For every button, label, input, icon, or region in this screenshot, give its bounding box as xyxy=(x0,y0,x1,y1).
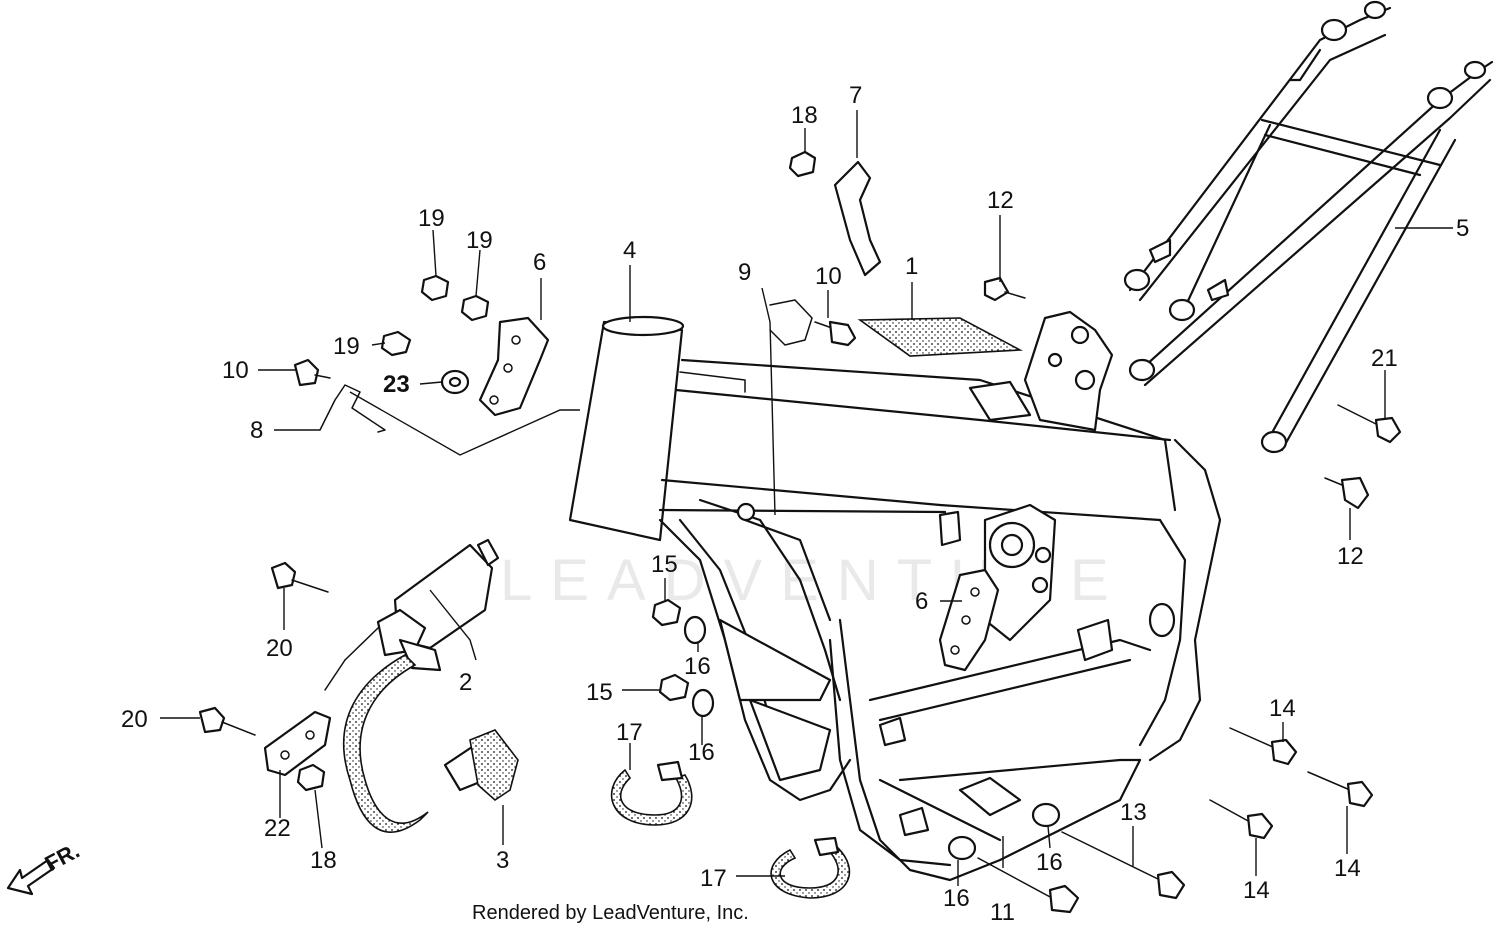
spark-plug-cap xyxy=(443,729,519,802)
callout-12-top: 12 xyxy=(987,187,1014,214)
nut-19-c xyxy=(380,330,412,357)
rear-subframe xyxy=(1123,0,1494,454)
bolt-14-a xyxy=(1229,727,1298,766)
callout-20-upper: 20 xyxy=(266,635,293,662)
bracket-22 xyxy=(263,710,332,777)
nut-19-b xyxy=(460,294,490,322)
bolt-20-upper xyxy=(270,561,329,593)
ignition-coil xyxy=(324,538,500,833)
callout-23: 23 xyxy=(383,371,410,398)
callout-22: 22 xyxy=(264,815,291,842)
leader-lines xyxy=(160,110,1453,886)
callout-19-a: 19 xyxy=(418,205,445,232)
callout-6-upper: 6 xyxy=(533,249,546,276)
bolt-12-top xyxy=(983,276,1026,302)
bolt-10-left xyxy=(293,358,331,387)
washer-16-b xyxy=(691,688,715,718)
washer-16-d xyxy=(1031,802,1061,828)
bracket-6-upper xyxy=(478,316,550,417)
callout-17-lower: 17 xyxy=(700,865,727,892)
callout-3: 3 xyxy=(496,847,509,874)
washer-16-c xyxy=(947,835,977,861)
render-credit: Rendered by LeadVenture, Inc. xyxy=(472,902,749,924)
callout-16-d: 16 xyxy=(1036,849,1063,876)
callout-5: 5 xyxy=(1456,215,1469,242)
bolt-21 xyxy=(1337,404,1402,444)
callout-10-right: 10 xyxy=(815,263,842,290)
bolt-11 xyxy=(977,857,1080,914)
callout-19-b: 19 xyxy=(466,227,493,254)
bolt-14-b xyxy=(1307,771,1374,808)
callout-18-top: 18 xyxy=(791,102,818,129)
clip-8 xyxy=(319,384,386,433)
callout-9: 9 xyxy=(738,259,751,286)
callout-labels: 1 2 3 4 5 6 6 7 8 9 10 10 11 12 12 13 14… xyxy=(121,82,1469,926)
washer-16-a xyxy=(683,615,707,645)
callout-15-upper: 15 xyxy=(651,551,678,578)
callout-17-upper: 17 xyxy=(616,719,643,746)
nut-18-lower xyxy=(296,763,326,792)
bolt-20-lower xyxy=(198,706,256,736)
nut-19-a xyxy=(420,274,450,302)
callout-14-b: 14 xyxy=(1334,855,1361,882)
nut-18-top xyxy=(788,150,817,178)
nut-15-lower xyxy=(658,673,690,702)
callout-1: 1 xyxy=(905,253,918,280)
bolt-13 xyxy=(1061,831,1186,900)
callout-18-lower: 18 xyxy=(310,847,337,874)
callout-16-c: 16 xyxy=(943,885,970,912)
callout-4: 4 xyxy=(623,237,636,264)
bolt-14-c xyxy=(1209,799,1274,840)
callout-15-lower: 15 xyxy=(586,679,613,706)
callout-14-a: 14 xyxy=(1269,695,1296,722)
callout-20-lower: 20 xyxy=(121,706,148,733)
bolt-10-right xyxy=(814,320,857,347)
callout-12-right: 12 xyxy=(1337,543,1364,570)
callout-19-c: 19 xyxy=(333,333,360,360)
callout-6-lower: 6 xyxy=(915,588,928,615)
callout-13: 13 xyxy=(1120,799,1147,826)
callout-21: 21 xyxy=(1371,345,1398,372)
callout-16-a: 16 xyxy=(684,653,711,680)
callout-14-c: 14 xyxy=(1243,877,1270,904)
bolt-12-right xyxy=(1324,476,1370,510)
front-arrow-icon xyxy=(6,858,56,896)
callout-16-b: 16 xyxy=(688,739,715,766)
callout-8: 8 xyxy=(250,417,263,444)
main-frame xyxy=(568,310,1222,882)
callout-11: 11 xyxy=(990,899,1015,926)
frame-pad xyxy=(857,317,1023,357)
washer-23 xyxy=(440,369,470,395)
callout-10-left: 10 xyxy=(222,357,249,384)
front-direction-indicator: FR. xyxy=(6,838,84,896)
clamp-17-lower xyxy=(770,836,851,899)
bracket-6-lower xyxy=(938,568,1000,672)
clip-9 xyxy=(769,299,813,346)
callout-2: 2 xyxy=(459,669,472,696)
callout-7: 7 xyxy=(849,82,862,109)
bracket-7 xyxy=(833,160,882,277)
nut-15-upper xyxy=(651,598,682,627)
clamp-17-upper xyxy=(610,760,693,826)
